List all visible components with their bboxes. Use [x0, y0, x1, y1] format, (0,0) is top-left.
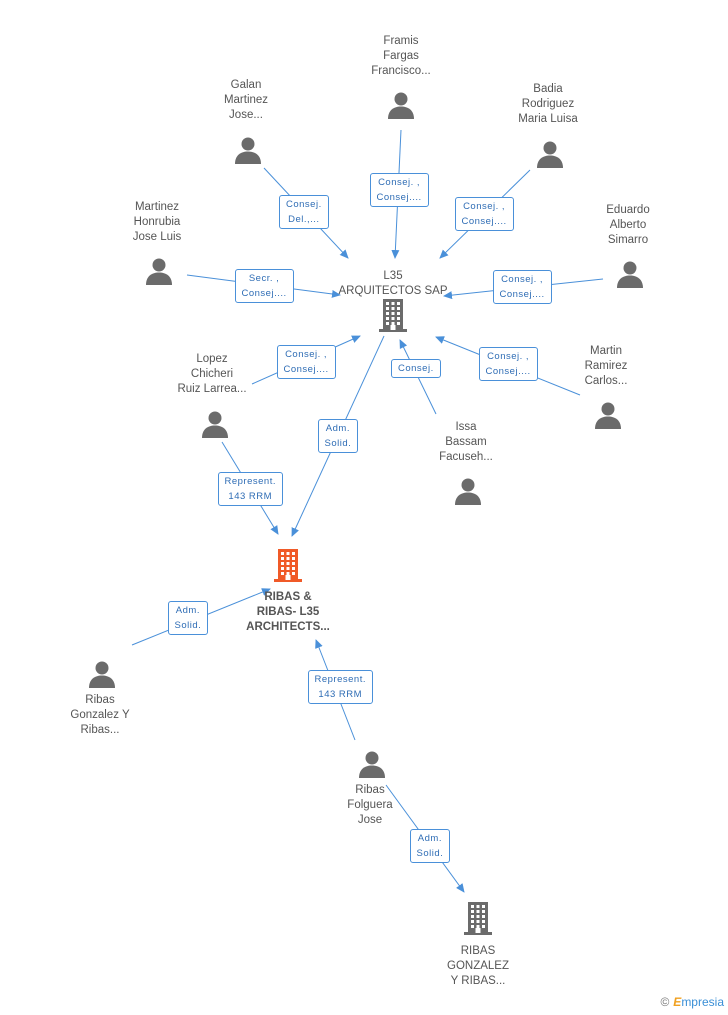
person-icon-ribas_gyr_p[interactable] [87, 659, 117, 694]
node-label-martinez[interactable]: Martinez Honrubia Jose Luis [132, 201, 182, 243]
edge-label-l35-to-ribas_main[interactable]: Adm. Solid. [317, 419, 359, 453]
edge-label-lopez-to-ribas_main[interactable]: Represent. 143 RRM [217, 472, 283, 506]
edge-label-ribas_folguera-to-ribas_main[interactable]: Represent. 143 RRM [307, 670, 373, 704]
node-label-l35[interactable]: L35 ARQUITECTOS SAP [338, 270, 448, 297]
node-label-galan[interactable]: Galan Martinez Jose... [223, 79, 269, 121]
node-label-ribas_folguera[interactable]: Ribas Folguera Jose [347, 784, 393, 826]
edge-label-lopez-to-l35[interactable]: Consej. , Consej.... [276, 345, 336, 379]
person-icon-martinez[interactable] [144, 256, 174, 291]
person-icon-galan[interactable] [233, 135, 263, 170]
node-label-ribas_gyr_p[interactable]: Ribas Gonzalez Y Ribas... [70, 694, 130, 736]
person-icon-martin[interactable] [593, 400, 623, 435]
footer-brand[interactable]: ©Empresia [660, 995, 724, 1009]
edge-label-issa-to-l35[interactable]: Consej. [391, 358, 441, 378]
edge-label-eduardo-to-l35[interactable]: Consej. , Consej.... [492, 270, 552, 304]
person-icon-framis[interactable] [386, 90, 416, 125]
person-icon-ribas_folguera[interactable] [357, 749, 387, 784]
node-label-badia[interactable]: Badia Rodriguez Maria Luisa [518, 83, 578, 125]
node-label-ribas_main[interactable]: RIBAS & RIBAS- L35 ARCHITECTS... [246, 591, 330, 633]
person-icon-lopez[interactable] [200, 409, 230, 444]
node-label-ribas_gyr[interactable]: RIBAS GONZALEZ Y RIBAS... [447, 945, 509, 987]
node-label-martin[interactable]: Martin Ramirez Carlos... [584, 345, 628, 387]
node-label-issa[interactable]: Issa Bassam Facuseh... [439, 421, 493, 463]
company-icon-l35[interactable] [377, 298, 409, 337]
company-icon-ribas_main[interactable] [272, 548, 304, 587]
person-icon-eduardo[interactable] [615, 259, 645, 294]
brand-initial: E [673, 995, 682, 1009]
edge-label-badia-to-l35[interactable]: Consej. , Consej.... [454, 197, 514, 231]
edge-label-framis-to-l35[interactable]: Consej. , Consej.... [369, 173, 429, 207]
node-label-eduardo[interactable]: Eduardo Alberto Simarro [606, 204, 650, 246]
node-label-framis[interactable]: Framis Fargas Francisco... [371, 35, 431, 77]
node-label-lopez[interactable]: Lopez Chicheri Ruiz Larrea... [177, 353, 247, 395]
edge-label-galan-to-l35[interactable]: Consej. Del.,... [279, 195, 329, 229]
brand-name: mpresia [681, 995, 724, 1009]
company-icon-ribas_gyr[interactable] [462, 901, 494, 940]
edge-label-martinez-to-l35[interactable]: Secr. , Consej.... [234, 269, 294, 303]
edge-label-ribas_folguera-to-ribas_gyr[interactable]: Adm. Solid. [409, 829, 451, 863]
edge-label-ribas_gyr_p-to-ribas_main[interactable]: Adm. Solid. [167, 601, 209, 635]
person-icon-issa[interactable] [453, 476, 483, 511]
edge-label-martin-to-l35[interactable]: Consej. , Consej.... [478, 347, 538, 381]
copyright-symbol: © [660, 995, 670, 1009]
person-icon-badia[interactable] [535, 139, 565, 174]
